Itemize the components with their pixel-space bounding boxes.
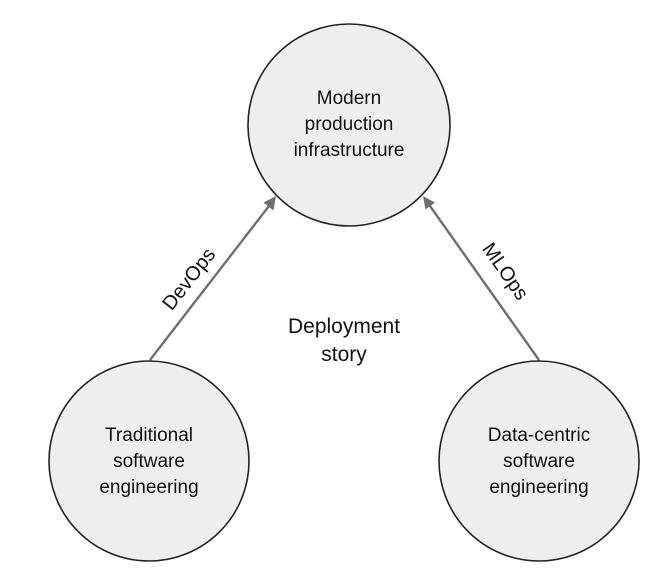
node-modern-production-infrastructure: Modern production infrastructure [247, 23, 451, 227]
node-data-centric-software-engineering: Data-centric software engineering [438, 360, 640, 562]
edge-mlops: MLOps [423, 196, 540, 361]
node-right-line-2: software [503, 451, 575, 472]
node-circle-left [48, 360, 250, 562]
node-left-line-2: software [113, 451, 185, 472]
center-label-line-2: story [321, 343, 367, 366]
devops-arrow-head [263, 196, 276, 211]
node-top-line-2: production [305, 114, 394, 135]
center-label-line-1: Deployment [288, 315, 400, 338]
node-top-line-3: infrastructure [294, 140, 405, 161]
center-label: Deployment story [288, 315, 400, 366]
node-right-line-3: engineering [489, 477, 588, 498]
devops-arrow-line [149, 205, 270, 361]
mlops-label: MLOps [477, 239, 532, 304]
edge-devops: DevOps [149, 196, 276, 361]
node-circle-right [438, 360, 640, 562]
node-right-line-1: Data-centric [488, 425, 590, 446]
node-left-line-3: engineering [99, 477, 198, 498]
node-left-line-1: Traditional [105, 425, 193, 446]
mlops-arrow-line [429, 205, 540, 361]
node-top-line-1: Modern [317, 88, 381, 109]
mlops-arrow-head [423, 196, 435, 210]
node-traditional-software-engineering: Traditional software engineering [48, 360, 250, 562]
node-circle-top [247, 23, 451, 227]
